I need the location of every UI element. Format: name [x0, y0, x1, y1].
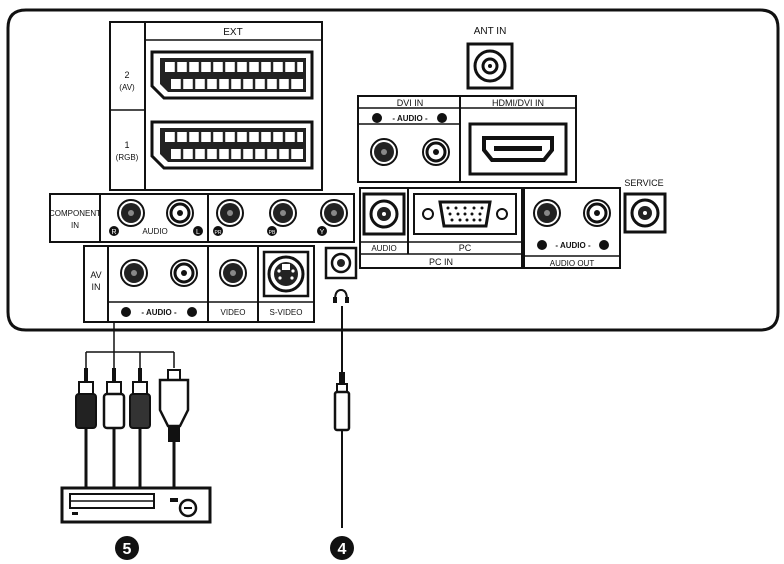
component-pr-mark: PR [215, 230, 222, 236]
av-video-jack[interactable] [219, 259, 247, 287]
callout-5-number: 5 [123, 541, 132, 558]
callout-4-number: 4 [338, 541, 347, 558]
component-in-block: COMPONENT IN AUDIO R L PR PB Y [49, 193, 355, 243]
scart-1-number: 1 [124, 140, 129, 150]
component-pb-jack[interactable] [269, 199, 297, 227]
pc-audio-label: AUDIO [371, 244, 396, 253]
service-label: SERVICE [624, 178, 663, 188]
av-in-label: IN [92, 282, 101, 292]
s-video-plug [158, 369, 190, 488]
audio-out-block: - AUDIO - AUDIO OUT [523, 187, 621, 269]
audio-out-label: AUDIO OUT [550, 259, 595, 268]
s-video-label: S-VIDEO [270, 308, 303, 317]
ant-in-label: ANT IN [474, 26, 507, 37]
av-label: AV [90, 270, 101, 280]
component-in-label: IN [71, 221, 79, 230]
audio-out-l-jack[interactable] [582, 198, 612, 228]
scart-2-label: (AV) [119, 83, 135, 92]
component-audio-l-jack[interactable] [165, 198, 195, 228]
service-port[interactable] [623, 192, 667, 234]
video-label: VIDEO [221, 308, 246, 317]
scart-1-label: (RGB) [116, 153, 139, 162]
component-r-mark: R [111, 229, 116, 236]
pc-in-label: PC IN [429, 257, 453, 267]
dvi-audio-l-jack[interactable] [421, 137, 451, 167]
ext-label: EXT [223, 27, 242, 38]
component-pr-jack[interactable] [216, 199, 244, 227]
pc-label: PC [459, 243, 472, 253]
av-cable-connectors [85, 322, 175, 368]
ext-scart-block: EXT 2 (AV) 1 (RGB) [109, 21, 323, 191]
callout-4: 4 [330, 536, 354, 560]
headphone-icon [334, 288, 348, 301]
rca-plug-red [75, 368, 97, 488]
component-audio-label: AUDIO [142, 227, 167, 236]
hdmi-port[interactable] [468, 122, 568, 176]
rca-plug-white [102, 368, 126, 488]
component-y-mark: Y [320, 229, 325, 236]
s-video-port[interactable] [262, 250, 310, 298]
component-y-jack[interactable] [320, 199, 348, 227]
headphone-jack[interactable] [324, 246, 358, 280]
dvi-audio-label: - AUDIO - [392, 114, 428, 123]
component-l-mark: L [196, 229, 200, 236]
dvi-in-label: DVI IN [397, 98, 424, 108]
pc-audio-port[interactable] [362, 192, 406, 236]
scart-2-port[interactable] [150, 50, 314, 100]
hdmi-dvi-in-label: HDMI/DVI IN [492, 98, 544, 108]
av-audio-r-jack[interactable] [120, 259, 148, 287]
callout-5: 5 [115, 536, 139, 560]
scart-1-port[interactable] [150, 120, 314, 170]
av-audio-l-jack[interactable] [169, 258, 199, 288]
external-device [60, 486, 212, 524]
ant-in-port[interactable] [466, 42, 514, 90]
headphone-cable [333, 306, 351, 528]
component-label: COMPONENT [49, 209, 101, 218]
audio-out-audio-label: - AUDIO - [555, 241, 591, 250]
component-audio-r-jack[interactable] [117, 199, 145, 227]
rca-plug-yellow [129, 368, 151, 488]
audio-out-r-jack[interactable] [533, 199, 561, 227]
av-audio-label: - AUDIO - [141, 308, 177, 317]
scart-2-number: 2 [124, 70, 129, 80]
vga-port[interactable] [413, 193, 517, 235]
dvi-audio-r-jack[interactable] [370, 138, 398, 166]
component-pb-mark: PB [269, 230, 276, 236]
